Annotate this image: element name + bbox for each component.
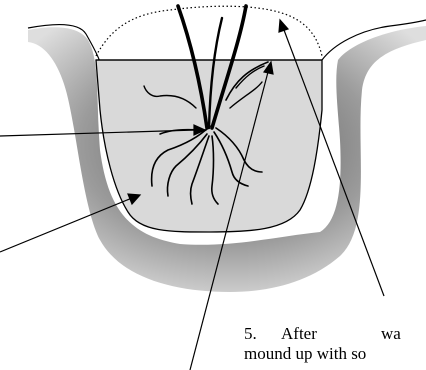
backfill-soil xyxy=(96,60,322,232)
caption-word-wa: wa xyxy=(381,324,401,343)
caption-line-2: mound up with so xyxy=(244,344,426,364)
caption-step-number: 5. xyxy=(244,324,281,344)
caption-word-after: After xyxy=(281,324,381,344)
soil-mound xyxy=(96,6,322,56)
